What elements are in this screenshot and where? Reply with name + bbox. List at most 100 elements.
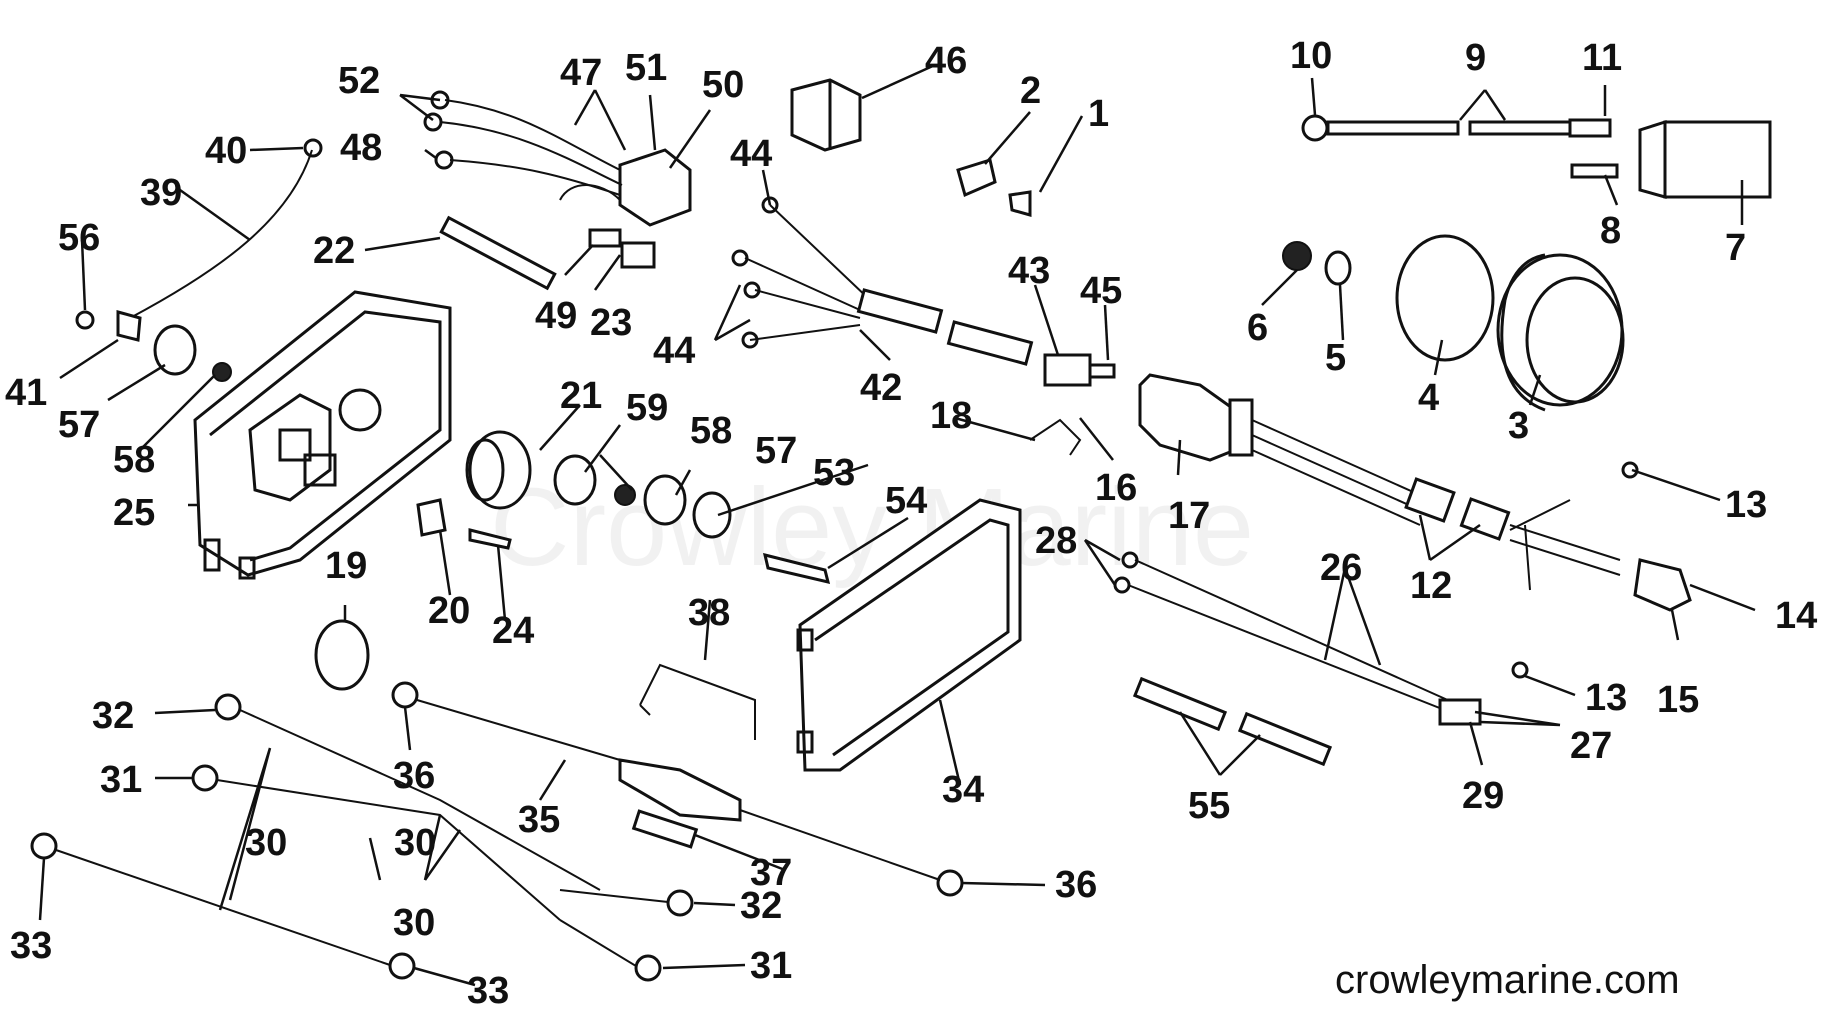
part-8-pin bbox=[1570, 163, 1619, 179]
label-13a: 13 bbox=[1725, 484, 1767, 526]
label-47: 47 bbox=[560, 52, 602, 94]
label-4: 4 bbox=[1418, 377, 1439, 419]
label-30b: 30 bbox=[393, 902, 435, 944]
part-58-washer-a bbox=[212, 362, 232, 382]
label-19: 19 bbox=[325, 545, 367, 587]
label-9: 9 bbox=[1465, 37, 1486, 79]
label-55: 55 bbox=[1188, 785, 1230, 827]
label-46: 46 bbox=[925, 40, 967, 82]
label-11: 11 bbox=[1582, 37, 1622, 79]
part-5-bulb bbox=[1324, 250, 1352, 286]
site-url: crowleymarine.com bbox=[1335, 958, 1680, 1002]
label-56: 56 bbox=[58, 217, 100, 259]
label-6: 6 bbox=[1247, 307, 1268, 349]
label-21: 21 bbox=[560, 375, 602, 417]
label-42: 42 bbox=[860, 367, 902, 409]
label-52: 52 bbox=[338, 60, 380, 102]
label-22: 22 bbox=[313, 230, 355, 272]
label-44a: 44 bbox=[730, 133, 772, 175]
label-31b: 31 bbox=[750, 945, 792, 987]
part-55-tube-a bbox=[1132, 676, 1228, 732]
label-43: 43 bbox=[1008, 250, 1050, 292]
label-48: 48 bbox=[340, 127, 382, 169]
part-30-cables bbox=[30, 693, 694, 982]
part-39-strap bbox=[116, 138, 323, 342]
part-1-screw bbox=[1008, 190, 1032, 217]
label-16: 16 bbox=[1095, 467, 1137, 509]
label-24: 24 bbox=[492, 610, 534, 652]
part-26-harness bbox=[1113, 551, 1482, 726]
part-57-washer-a bbox=[153, 324, 197, 376]
part-20-clip bbox=[416, 498, 447, 537]
part-38-clip bbox=[639, 663, 756, 740]
part-18-clip bbox=[1029, 418, 1082, 456]
label-27: 27 bbox=[1570, 725, 1612, 767]
label-38: 38 bbox=[688, 592, 730, 634]
part-23-cap bbox=[620, 241, 656, 269]
label-8: 8 bbox=[1600, 210, 1621, 252]
part-19-clamp bbox=[314, 619, 370, 691]
label-28: 28 bbox=[1035, 520, 1077, 562]
label-40: 40 bbox=[205, 130, 247, 172]
label-57a: 57 bbox=[58, 404, 100, 446]
part-34-cover bbox=[796, 498, 1022, 772]
label-54: 54 bbox=[885, 480, 927, 522]
label-15: 15 bbox=[1657, 679, 1699, 721]
label-44b: 44 bbox=[653, 330, 695, 372]
label-39: 39 bbox=[140, 172, 182, 214]
part-7-sender bbox=[1638, 119, 1772, 199]
label-18: 18 bbox=[930, 395, 972, 437]
part-37-fuse bbox=[631, 809, 699, 849]
part-22-sleeve bbox=[439, 215, 557, 291]
part-58-washer-b bbox=[614, 484, 636, 506]
label-10: 10 bbox=[1290, 35, 1332, 77]
label-5: 5 bbox=[1325, 337, 1346, 379]
label-58b: 58 bbox=[690, 410, 732, 452]
part-42-harness bbox=[731, 196, 1116, 387]
label-3: 3 bbox=[1508, 405, 1529, 447]
label-35: 35 bbox=[518, 799, 560, 841]
label-2: 2 bbox=[1020, 70, 1041, 112]
label-45: 45 bbox=[1080, 270, 1122, 312]
part-25-control-box bbox=[193, 290, 452, 580]
label-14: 14 bbox=[1775, 595, 1817, 637]
label-33a: 33 bbox=[10, 925, 52, 967]
part-6-socket bbox=[1282, 241, 1312, 271]
label-31a: 31 bbox=[100, 759, 142, 801]
label-23: 23 bbox=[590, 302, 632, 344]
label-58a: 58 bbox=[113, 439, 155, 481]
label-53: 53 bbox=[813, 452, 855, 494]
part-54-bolt bbox=[762, 552, 831, 585]
label-17: 17 bbox=[1168, 495, 1210, 537]
label-30a: 30 bbox=[245, 822, 287, 864]
label-29: 29 bbox=[1462, 775, 1504, 817]
label-1: 1 bbox=[1088, 93, 1109, 135]
label-51: 51 bbox=[625, 47, 667, 89]
label-20: 20 bbox=[428, 590, 470, 632]
part-46-relay bbox=[790, 78, 862, 152]
watermark-text: Crowley Marine bbox=[490, 466, 1254, 589]
leader-lines bbox=[38, 63, 1756, 987]
label-33b: 33 bbox=[467, 970, 509, 1012]
label-36a: 36 bbox=[393, 755, 435, 797]
label-32a: 32 bbox=[92, 695, 134, 737]
label-37: 37 bbox=[750, 852, 792, 894]
label-34: 34 bbox=[942, 769, 984, 811]
part-59-spacer bbox=[553, 454, 597, 506]
label-13b: 13 bbox=[1585, 677, 1627, 719]
label-30c: 30 bbox=[394, 822, 436, 864]
label-36b: 36 bbox=[1055, 864, 1097, 906]
label-50: 50 bbox=[702, 64, 744, 106]
label-57b: 57 bbox=[755, 430, 797, 472]
part-17-connector bbox=[1138, 373, 1692, 679]
part-55-tube-b bbox=[1237, 711, 1333, 767]
part-53-washer-c bbox=[692, 491, 732, 539]
part-50-connector bbox=[423, 90, 692, 248]
part-3-gauge bbox=[1496, 253, 1625, 412]
label-32b: 32 bbox=[740, 885, 782, 927]
part-57-washer-b bbox=[643, 474, 687, 526]
label-12: 12 bbox=[1410, 565, 1452, 607]
callout-labels: 1 2 3 4 5 6 7 8 9 10 11 12 13 13 14 15 1… bbox=[5, 35, 1817, 1012]
label-7: 7 bbox=[1725, 227, 1746, 269]
